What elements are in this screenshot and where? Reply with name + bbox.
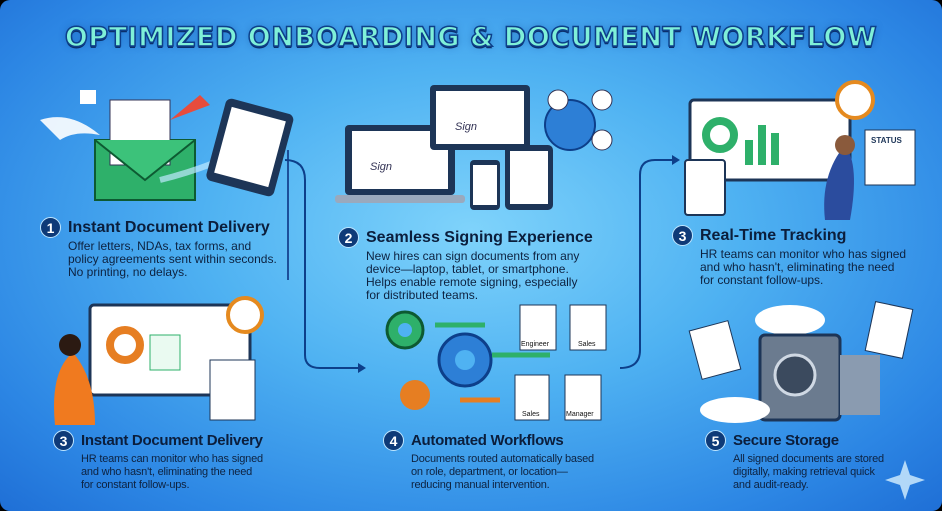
sales-label: Sales: [578, 341, 596, 348]
step-badge: 3: [53, 430, 74, 451]
description-line: reducing manual intervention.: [411, 479, 550, 491]
description-line: No printing, no delays.: [68, 265, 188, 279]
sign-label: Sign: [455, 121, 477, 133]
section-automated-workflows: 4 Automated Workflows Documents routed au…: [383, 430, 643, 492]
step-badge: 2: [338, 227, 359, 248]
page-title: OPTIMIZED ONBOARDING & DOCUMENT WORKFLOW: [64, 21, 878, 54]
description-line: and who hasn't, eliminating the need: [81, 466, 253, 478]
tracking-dashboard-illustration: STATUS: [684, 80, 916, 220]
step-badge: 5: [705, 430, 726, 451]
section-real-time-tracking: 3 Real-Time Tracking HR teams can monitor…: [672, 225, 932, 287]
description-line: device—laptop, tablet, or smartphone.: [366, 262, 569, 276]
step-badge: 1: [40, 217, 61, 238]
description-line: New hires can sign documents from any: [366, 249, 580, 263]
secure-storage-illustration: [688, 301, 914, 423]
sales-label: Sales: [522, 411, 540, 418]
section-heading: Instant Document Delivery: [68, 218, 270, 236]
description-line: and audit-ready.: [733, 479, 809, 491]
signing-devices-illustration: Sign Sign: [335, 85, 613, 210]
description-line: Documents routed automatically based: [411, 453, 594, 465]
section-heading: Real-Time Tracking: [700, 226, 847, 244]
description-line: HR teams can monitor who has signed: [81, 453, 263, 465]
sign-label: Sign: [370, 161, 392, 173]
section-heading: Instant Document Delivery: [81, 432, 263, 449]
section-heading: Automated Workflows: [411, 432, 564, 449]
engineer-label: Engineer: [521, 341, 550, 348]
description-line: for distributed teams.: [366, 288, 479, 302]
description-line: for constant follow-ups.: [700, 273, 824, 287]
step-badge: 4: [383, 430, 404, 451]
description-line: Helps enable remote signing, especially: [366, 275, 578, 289]
section-secure-storage: 5 Secure Storage All signed documents are…: [705, 430, 925, 492]
section-seamless-signing: 2 Seamless Signing Experience New hires c…: [338, 227, 638, 302]
description-line: policy agreements sent within seconds.: [68, 252, 277, 266]
description-line: All signed documents are stored: [733, 453, 884, 465]
description-line: digitally, making retrieval quick: [733, 466, 875, 478]
divider: [287, 150, 289, 280]
manager-label: Manager: [566, 411, 594, 418]
description-line: Offer letters, NDAs, tax forms, and: [68, 239, 252, 253]
description-line: and who hasn't, eliminating the need: [700, 260, 895, 274]
description-line: on role, department, or location—: [411, 466, 568, 478]
description-line: for constant follow-ups.: [81, 479, 190, 491]
status-label: STATUS: [871, 136, 902, 145]
section-heading: Seamless Signing Experience: [366, 228, 593, 246]
envelope-illustration: [40, 90, 294, 201]
description-line: HR teams can monitor who has signed: [700, 247, 907, 261]
step-badge: 3: [672, 225, 693, 246]
workflow-illustration: Engineer Sales Sales Manager: [385, 304, 607, 421]
monitoring-illustration: [54, 296, 264, 425]
section-instant-delivery-2: 3 Instant Document Delivery HR teams can …: [53, 430, 313, 492]
section-instant-delivery: 1 Instant Document Delivery Offer letters…: [40, 217, 320, 279]
section-heading: Secure Storage: [733, 432, 839, 449]
